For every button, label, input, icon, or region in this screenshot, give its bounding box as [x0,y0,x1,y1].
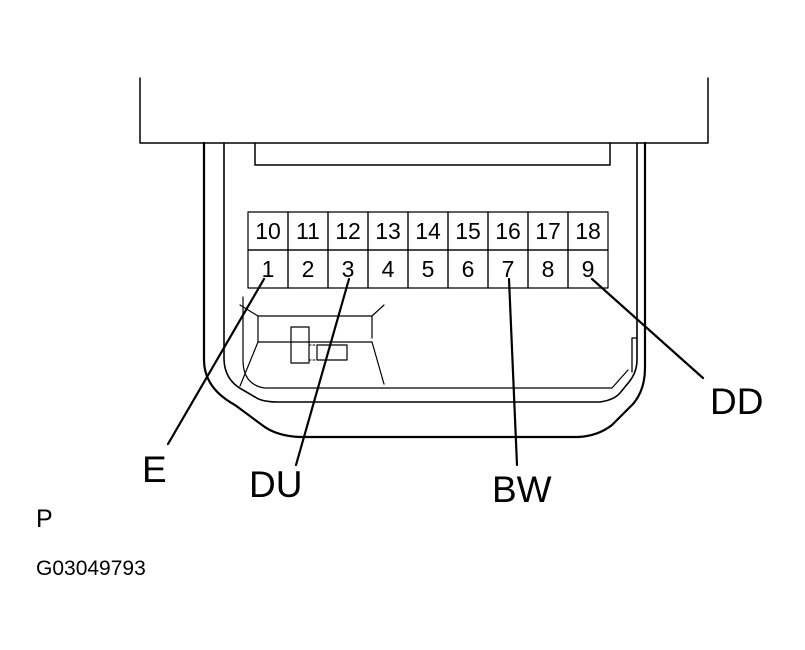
leader-lines [166,277,705,467]
leader-line-du [294,277,351,467]
callout-e: E [142,449,167,490]
leader-line-bw [507,277,519,467]
connector-outer-body [202,141,647,439]
pin-label: 7 [502,256,515,282]
pin-label: 8 [542,256,555,282]
pin-label: 11 [296,218,320,244]
reference-code: G03049793 [36,557,146,580]
pin-label: 2 [302,256,315,282]
callout-du: DU [249,464,302,505]
connector-slot [254,142,611,166]
pin-label: 4 [382,256,395,282]
pin-label: 9 [582,256,595,282]
pin-label: 12 [335,218,361,244]
locking-tab [631,337,638,373]
pin-label: 15 [455,218,481,244]
pin-label: 3 [342,256,355,282]
pin-label: 10 [255,218,281,244]
reference-letter: P [36,505,53,533]
upper-housing [139,77,709,144]
leader-line-e [166,277,266,446]
pin-label: 13 [375,218,401,244]
callout-bw: BW [492,469,552,510]
callout-dd: DD [710,381,763,422]
connector-inner-body [223,142,638,403]
pin-label: 1 [262,256,275,282]
pin-label: 16 [495,218,521,244]
pin-label: 6 [462,256,475,282]
leader-line-dd [590,277,705,380]
pin-label: 5 [422,256,435,282]
pin-label: 17 [535,218,561,244]
pin-label: 18 [575,218,601,244]
cavity-floor [242,296,629,389]
pin-label: 14 [415,218,441,244]
pin-cell [567,249,609,289]
latch-detail [239,304,385,387]
